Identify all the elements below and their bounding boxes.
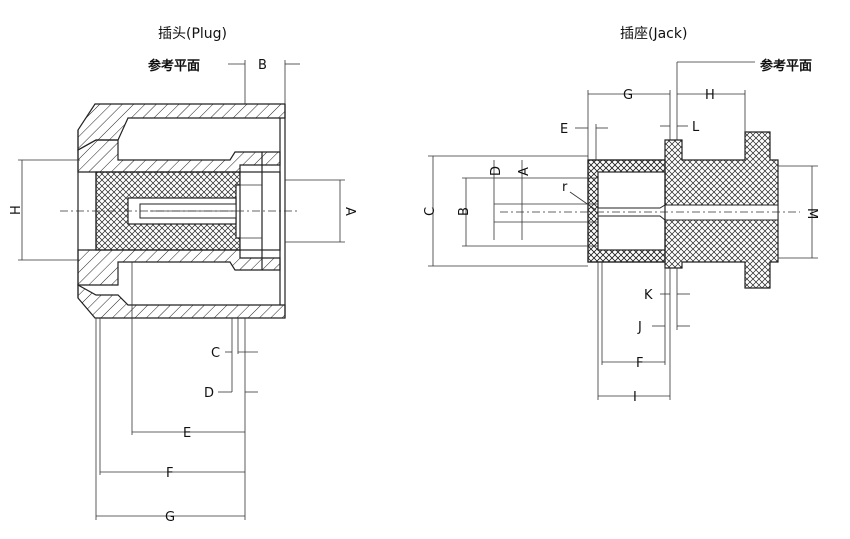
plug-dim-A: A <box>342 207 357 216</box>
jack-title: 插座(Jack) <box>620 26 687 42</box>
plug-dim-G: G <box>165 510 175 525</box>
jack-center-conductor <box>597 204 779 221</box>
plug-dim-H: H <box>9 205 24 215</box>
plug-title: 插头(Plug) <box>158 26 227 42</box>
plug-dim-E: E <box>183 426 191 441</box>
plug-dim-F: F <box>166 466 173 481</box>
plug-dim-D: D <box>204 386 214 401</box>
jack-dim-I: I <box>633 390 637 405</box>
plug-dim-C: C <box>211 346 220 361</box>
jack-dim-K: K <box>644 288 653 303</box>
plug-shell-bottom <box>77 283 286 319</box>
jack-drawing: 插座(Jack) 参考平面 C B D A r <box>423 26 819 405</box>
plug-outer-conductor-bottom <box>77 249 281 286</box>
jack-dim-D: D <box>489 166 504 176</box>
jack-dim-M: M <box>804 208 819 219</box>
jack-dim-r: r <box>562 180 568 195</box>
plug-outer-conductor-top <box>77 139 281 173</box>
jack-dim-H: H <box>705 88 715 103</box>
jack-dim-A: A <box>517 167 532 176</box>
jack-dim-E: E <box>560 122 568 137</box>
plug-drawing: 插头(Plug) 参考平面 H <box>9 26 357 525</box>
jack-reference-plane-label: 参考平面 <box>760 58 812 74</box>
jack-dim-B: B <box>457 207 472 216</box>
jack-dim-L: L <box>692 120 700 135</box>
plug-dim-B: B <box>258 58 267 73</box>
jack-dim-G: G <box>623 88 633 103</box>
jack-dim-J: J <box>637 320 642 335</box>
plug-reference-plane-label: 参考平面 <box>148 58 200 74</box>
jack-dim-F: F <box>636 356 643 371</box>
jack-dim-C: C <box>423 207 438 216</box>
